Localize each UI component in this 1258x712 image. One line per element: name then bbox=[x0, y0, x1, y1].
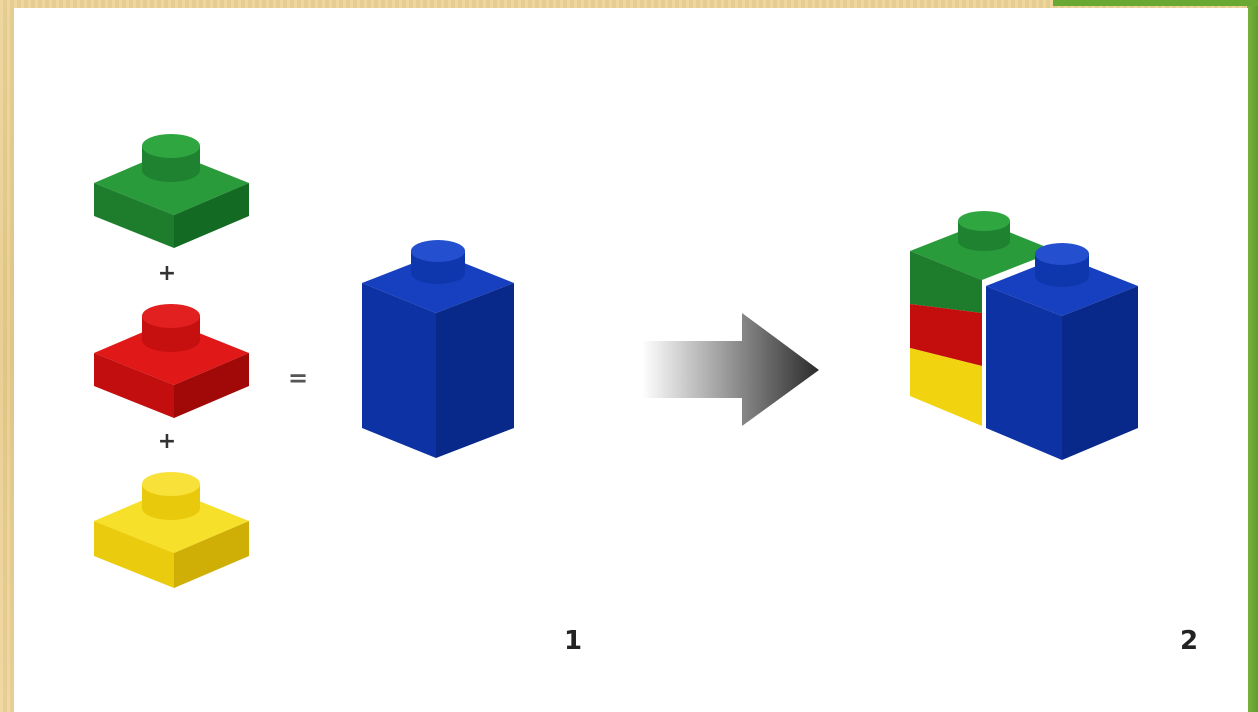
yellow-brick-icon bbox=[94, 472, 249, 588]
green-brick-icon bbox=[94, 134, 249, 248]
plus-operator: + bbox=[158, 261, 176, 286]
plus-operator: + bbox=[158, 429, 176, 454]
red-brick-icon bbox=[94, 304, 249, 418]
lego-diagram: + + = bbox=[14, 8, 1248, 712]
combined-bricks-icon bbox=[910, 211, 1138, 460]
step-two-label: 2 bbox=[1180, 628, 1198, 654]
diagram-canvas: + + = bbox=[14, 8, 1248, 712]
blue-brick-icon bbox=[362, 240, 514, 458]
equals-operator: = bbox=[288, 364, 308, 392]
arrow-right-icon bbox=[642, 313, 819, 426]
slide-accent-bar bbox=[1247, 0, 1258, 712]
slide-accent-tab bbox=[1053, 0, 1258, 6]
step-one-label: 1 bbox=[564, 628, 582, 654]
